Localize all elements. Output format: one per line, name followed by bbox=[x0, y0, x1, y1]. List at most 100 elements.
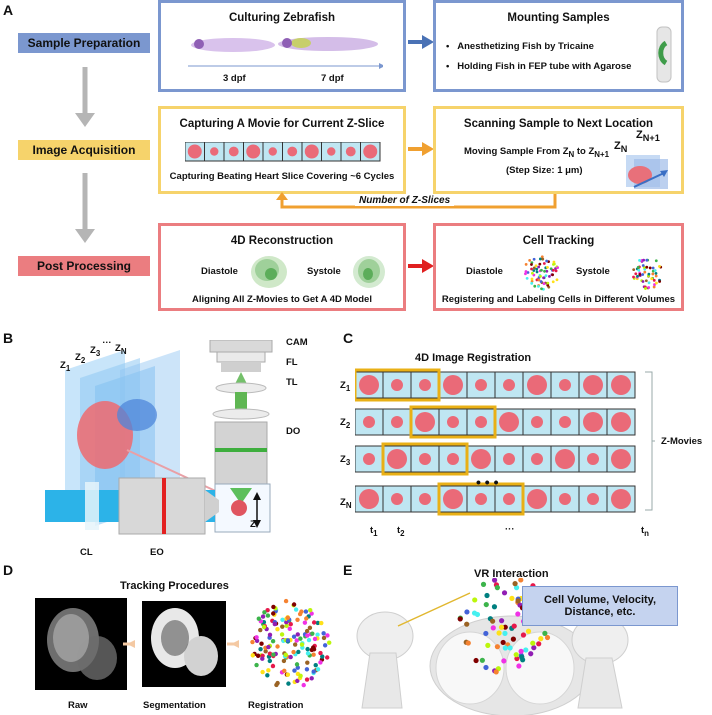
z-movie-strips bbox=[355, 368, 655, 516]
tracked-cell bbox=[302, 620, 308, 625]
tracked-cell bbox=[294, 638, 299, 643]
movie-frame-cell bbox=[419, 493, 431, 505]
movie-frame-cell bbox=[363, 453, 375, 465]
movie-frame-cell bbox=[447, 453, 459, 465]
tracked-cell bbox=[538, 262, 542, 266]
tracked-cell bbox=[267, 651, 273, 656]
culturing-zebrafish-box: Culturing Zebrafish 3 dpf 7 dpf bbox=[158, 0, 406, 92]
movie-frame-cell bbox=[611, 412, 631, 432]
tracked-cell bbox=[490, 625, 496, 631]
tracked-cell bbox=[309, 611, 314, 616]
tracked-cell bbox=[295, 617, 300, 622]
tracking-diastole-label: Diastole bbox=[466, 266, 503, 277]
tracked-cell bbox=[556, 266, 560, 270]
movie-frame-cell bbox=[447, 416, 459, 428]
tracked-cell bbox=[530, 281, 534, 285]
loop-arrow bbox=[276, 192, 557, 209]
tracked-cell bbox=[286, 681, 291, 686]
tracked-cell bbox=[644, 287, 647, 290]
tracked-cell bbox=[524, 272, 527, 276]
tracked-cell bbox=[551, 280, 555, 284]
tracked-cell bbox=[457, 616, 463, 622]
registration-label: Registration bbox=[248, 700, 304, 711]
tracked-cell bbox=[507, 645, 513, 651]
heart-frame-cell bbox=[210, 147, 219, 156]
tracked-cell bbox=[502, 624, 508, 630]
tracked-cell bbox=[325, 633, 330, 638]
tracked-cell bbox=[515, 598, 521, 604]
tracked-cell bbox=[530, 277, 534, 281]
registration-window bbox=[437, 482, 525, 516]
heart-frame-cell bbox=[268, 147, 277, 156]
tracked-cell bbox=[652, 285, 656, 289]
tracked-cell bbox=[285, 638, 291, 643]
vr-interaction-title: VR Interaction bbox=[474, 568, 549, 580]
tracked-cell bbox=[321, 635, 327, 641]
tracked-cell bbox=[538, 636, 544, 642]
tracked-cell bbox=[551, 273, 555, 277]
tracked-cell bbox=[255, 653, 261, 658]
tracked-cell bbox=[311, 620, 317, 625]
tracked-cell bbox=[654, 259, 658, 263]
movie-frame-cell bbox=[419, 453, 431, 465]
tracked-cell bbox=[524, 262, 528, 266]
do-label: DO bbox=[286, 426, 301, 437]
tracked-cell bbox=[501, 658, 507, 664]
tracked-cell bbox=[651, 272, 655, 276]
mounting-bullet-2: • Holding Fish in FEP tube with Agarose bbox=[446, 61, 632, 72]
tracked-cell bbox=[279, 632, 285, 637]
tracked-cell bbox=[638, 258, 641, 262]
z1-label: Z1 bbox=[60, 360, 71, 373]
cl-label: CL bbox=[80, 547, 93, 558]
tracked-cell bbox=[271, 652, 276, 657]
tracked-cell bbox=[304, 616, 309, 621]
tracked-cell bbox=[266, 644, 271, 650]
metrics-callout: Cell Volume, Velocity, Distance, etc. bbox=[522, 586, 678, 626]
systole-heart-model bbox=[353, 256, 385, 288]
tracked-cell bbox=[318, 650, 323, 656]
tracked-cell bbox=[655, 281, 658, 285]
tracked-cell bbox=[271, 604, 276, 610]
recon-diastole-label: Diastole bbox=[201, 266, 238, 277]
movie-frame-cell bbox=[559, 379, 571, 391]
segmentation-label: Segmentation bbox=[143, 700, 206, 711]
movie-frame-cell bbox=[611, 489, 631, 509]
tracked-cell bbox=[309, 676, 314, 681]
scanning-step-size: (Step Size: 1 μm) bbox=[506, 165, 583, 176]
tracking-systole-label: Systole bbox=[576, 266, 610, 277]
tracked-cell bbox=[274, 682, 279, 688]
tracked-cell bbox=[542, 276, 545, 280]
tracked-cell bbox=[258, 646, 263, 652]
tracked-cell bbox=[288, 654, 293, 660]
row-label-zn: ZN bbox=[340, 497, 352, 510]
tracked-cell bbox=[493, 669, 499, 675]
tracked-cell bbox=[303, 609, 309, 614]
heart-frame-cell bbox=[228, 146, 239, 157]
tracked-cell bbox=[291, 649, 296, 655]
zn-label: ZN bbox=[115, 343, 127, 356]
tracked-cell bbox=[315, 632, 320, 637]
tracked-cell bbox=[544, 274, 548, 278]
capturing-caption: Capturing Beating Heart Slice Covering ~… bbox=[169, 171, 395, 182]
movie-frame-cell bbox=[503, 453, 515, 465]
tracked-cell bbox=[305, 633, 310, 638]
movie-frame-cell bbox=[587, 453, 599, 465]
tracked-cell bbox=[291, 602, 297, 607]
tracked-cell bbox=[648, 266, 652, 270]
t1-label: t1 bbox=[370, 525, 378, 538]
tracked-cell bbox=[540, 287, 543, 291]
scanning-sample-box: Scanning Sample to Next Location Moving … bbox=[433, 106, 684, 194]
tracked-cell bbox=[285, 672, 291, 677]
scanning-z-n: ZN bbox=[614, 140, 628, 155]
tracking-procedures-title: Tracking Procedures bbox=[120, 580, 229, 592]
tracked-cell bbox=[479, 657, 485, 663]
scanning-move-line: Moving Sample From ZN to ZN+1 bbox=[464, 146, 610, 159]
fep-tube-icon bbox=[656, 26, 672, 83]
tracked-cell bbox=[542, 282, 546, 286]
arrow-recon-to-tracking bbox=[408, 259, 434, 273]
tracked-cell bbox=[292, 668, 297, 673]
fl-label: FL bbox=[286, 357, 298, 368]
tracked-cell bbox=[275, 644, 280, 649]
heart-frame-cell bbox=[187, 144, 202, 159]
tracked-cell bbox=[541, 257, 545, 261]
